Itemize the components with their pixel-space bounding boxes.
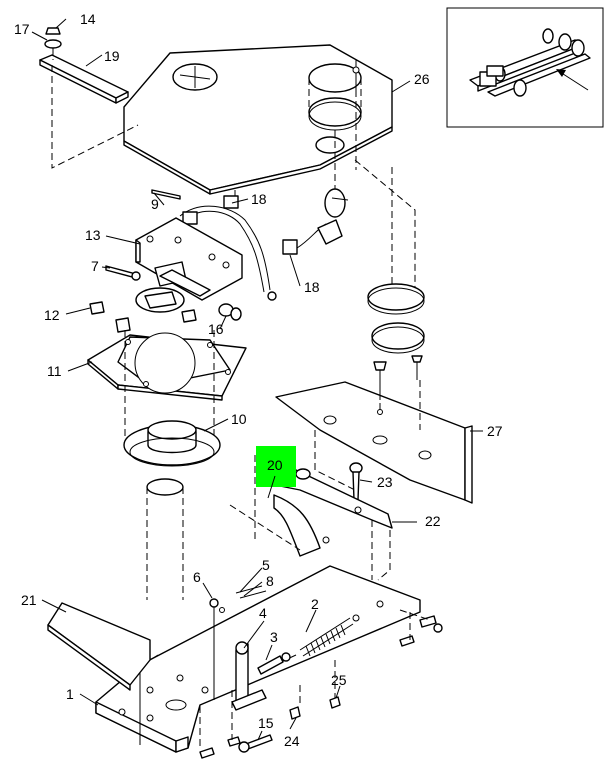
callout-14: 14 xyxy=(80,11,96,27)
callout-labels: 14 17 19 26 9 18 13 7 18 12 16 11 10 27 … xyxy=(14,11,503,749)
callout-18-lower: 18 xyxy=(304,279,320,295)
callout-20: 20 xyxy=(267,457,283,473)
part-9-pin xyxy=(151,189,181,200)
callout-12: 12 xyxy=(44,307,60,323)
callout-11: 11 xyxy=(47,363,62,379)
switch-block xyxy=(115,287,197,333)
callout-22: 22 xyxy=(425,513,441,529)
callout-5: 5 xyxy=(262,557,270,573)
callout-8: 8 xyxy=(266,573,274,589)
part-4-bracket xyxy=(231,641,267,711)
part-24-bolt xyxy=(289,706,301,720)
callout-1: 1 xyxy=(66,686,74,702)
part-23-pin xyxy=(349,462,363,501)
part-16-grommet xyxy=(218,303,242,321)
callout-4: 4 xyxy=(259,605,267,621)
part-10-diaphragm xyxy=(123,420,221,600)
part-18-cable-assy xyxy=(179,188,349,301)
callout-24: 24 xyxy=(284,733,300,749)
callout-19: 19 xyxy=(104,48,120,64)
grommet-stack xyxy=(367,283,425,400)
part-6-screw xyxy=(209,598,225,700)
part-19-strap xyxy=(39,54,129,104)
part-3-rod xyxy=(257,652,291,675)
callout-6: 6 xyxy=(193,569,201,585)
part-26-top-plate xyxy=(123,44,393,195)
callout-7: 7 xyxy=(91,258,99,274)
callout-26: 26 xyxy=(414,71,430,87)
callout-2: 2 xyxy=(311,596,319,612)
callout-13: 13 xyxy=(85,227,101,243)
part-27-plate xyxy=(275,381,473,504)
part-21-pad xyxy=(47,602,159,691)
part-1-base xyxy=(95,565,421,753)
callout-17: 17 xyxy=(14,21,30,37)
highlight-box xyxy=(256,446,296,487)
leader-lines xyxy=(31,18,483,741)
part-12-nut xyxy=(89,301,105,315)
callout-21: 21 xyxy=(21,592,37,608)
callout-3: 3 xyxy=(270,629,278,645)
inset-arrow-head xyxy=(556,69,566,77)
inset-arrow xyxy=(559,71,589,91)
part-7-screw xyxy=(105,265,141,281)
callout-15: 15 xyxy=(258,715,274,731)
callout-16: 16 xyxy=(208,321,224,337)
part-14-nut xyxy=(44,27,62,49)
chassis-thumbnail xyxy=(469,28,591,97)
callout-18-upper: 18 xyxy=(251,191,267,207)
callout-10: 10 xyxy=(231,411,247,427)
callout-23: 23 xyxy=(377,474,393,490)
part-2-spring xyxy=(269,617,354,668)
part-13-bracket xyxy=(135,217,243,301)
screws-right xyxy=(199,615,443,759)
callout-25: 25 xyxy=(331,672,347,688)
part-11-plate xyxy=(87,332,247,401)
callout-9: 9 xyxy=(151,196,159,212)
callout-27: 27 xyxy=(487,423,503,439)
part-15-bolt xyxy=(238,734,273,753)
part-25-bolt xyxy=(329,696,341,709)
inset-locator xyxy=(446,7,604,128)
